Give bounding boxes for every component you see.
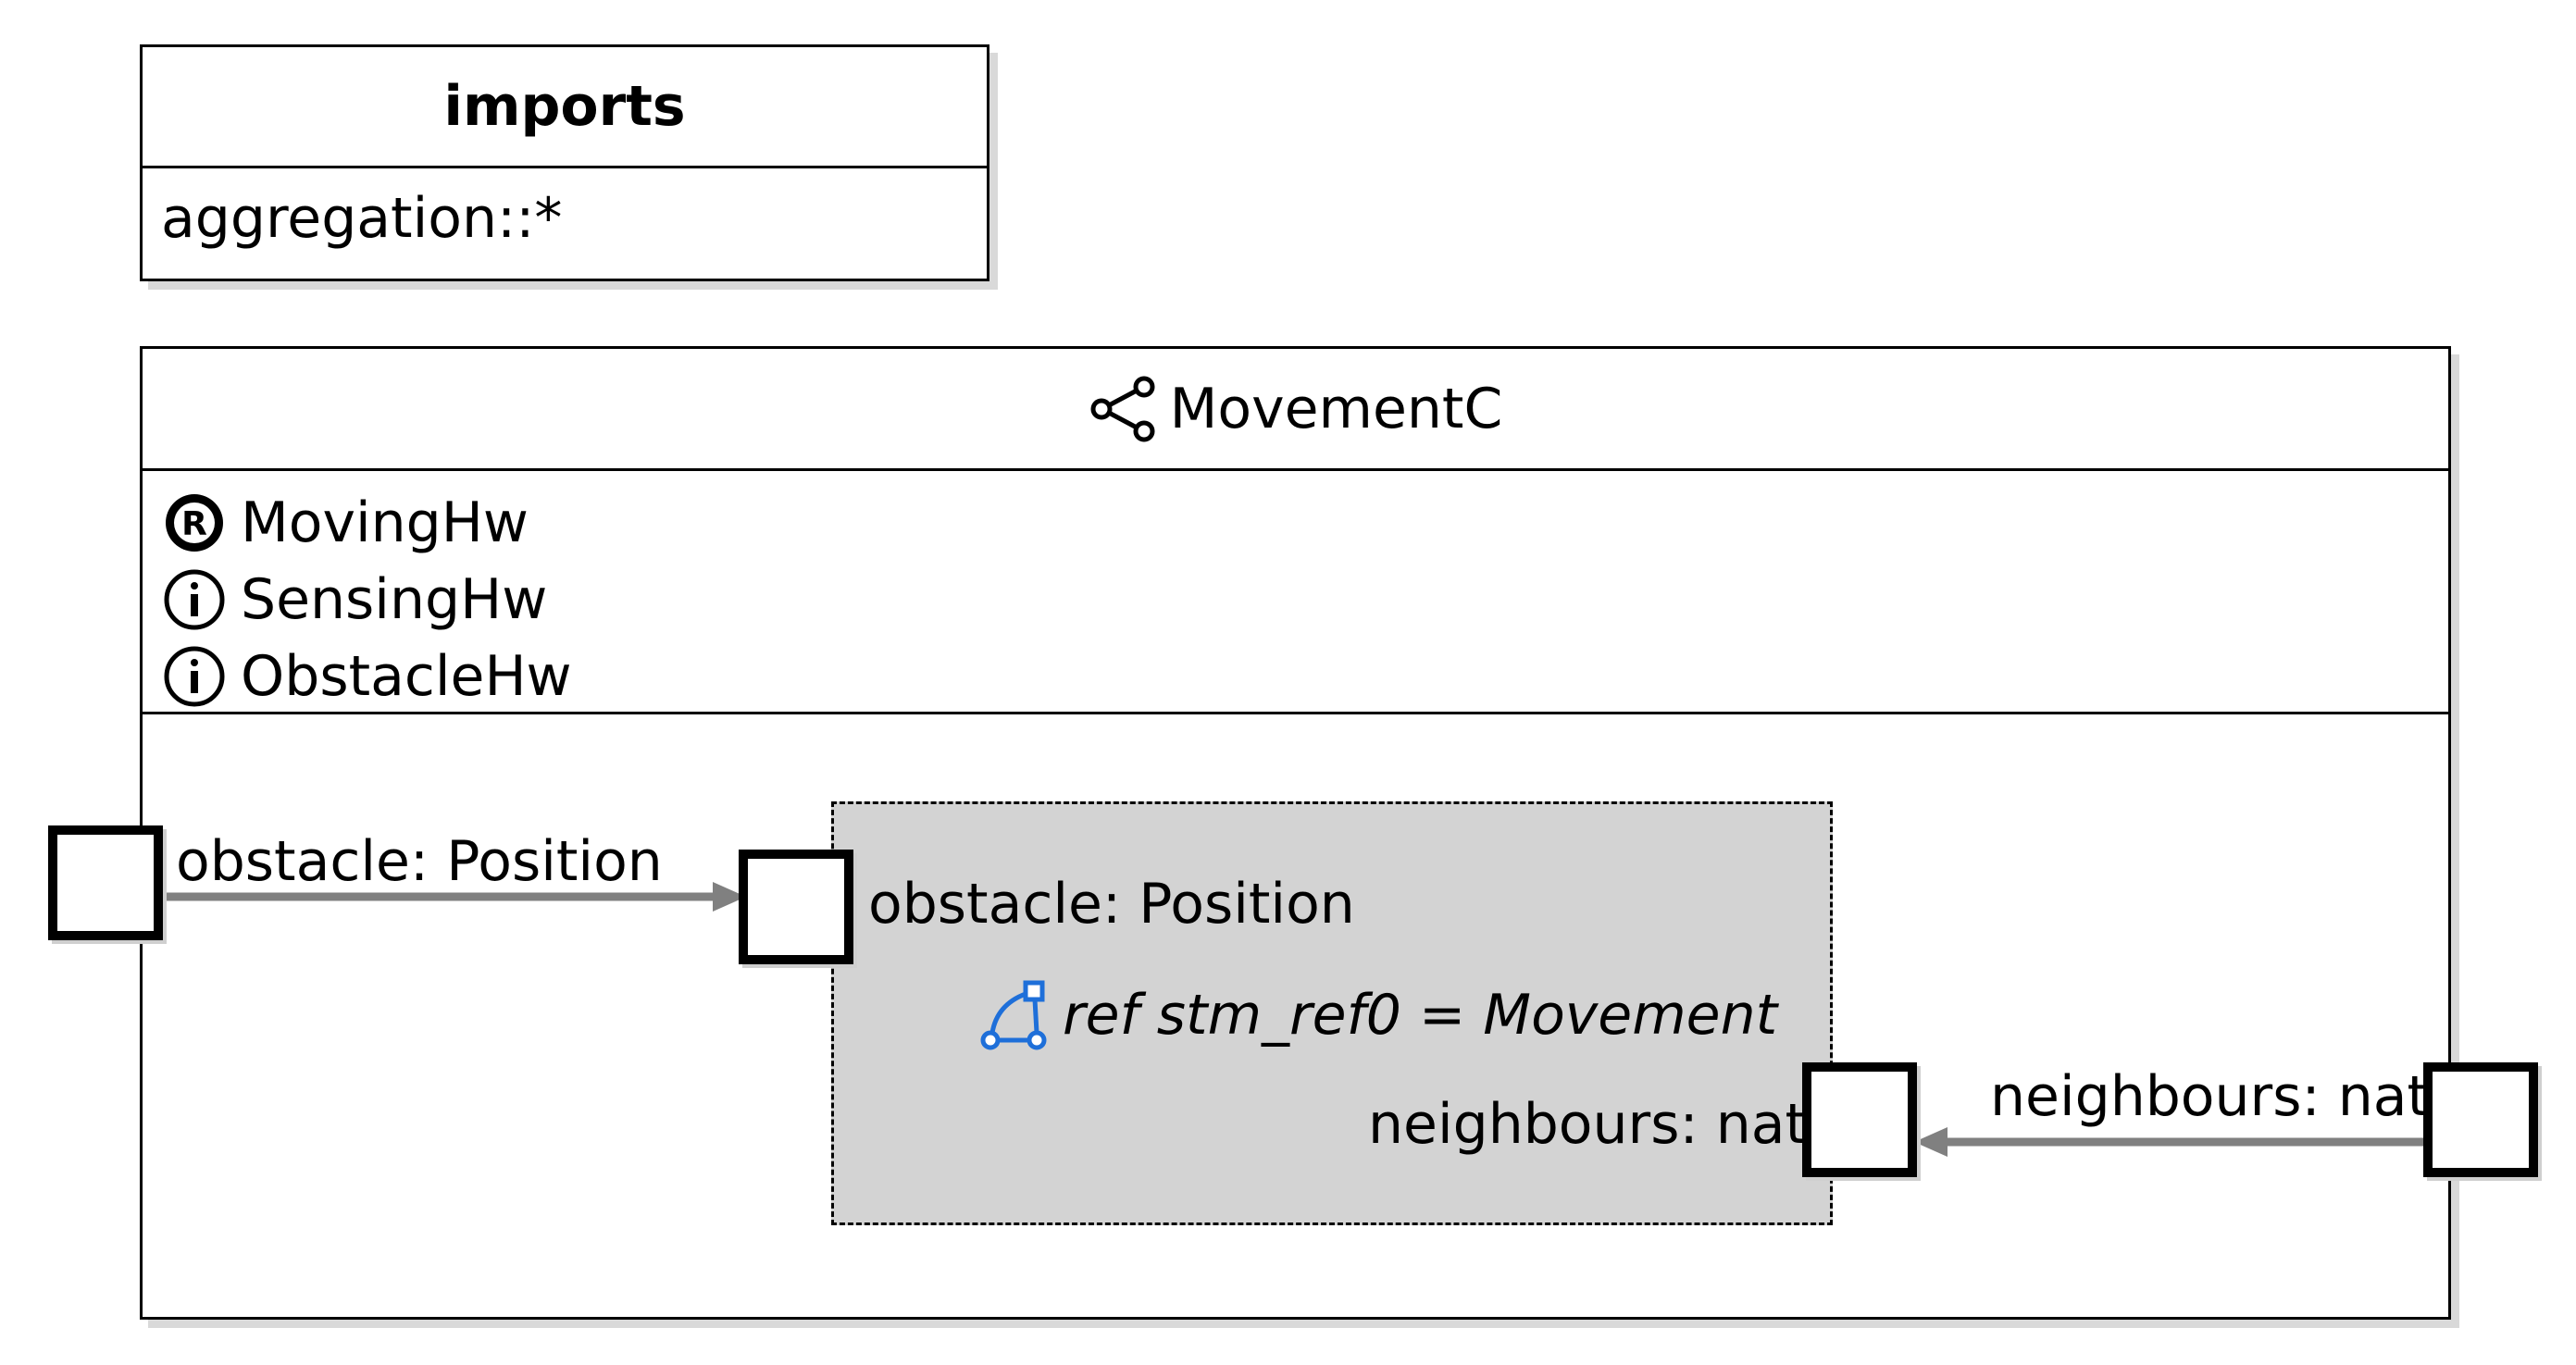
interface-icon [164, 646, 225, 707]
interface-name: MovingHw [241, 490, 529, 555]
interface-row-sensinghw[interactable]: SensingHw [161, 566, 547, 633]
connection-neighbours [1914, 1127, 2427, 1157]
stm-port-obstacle[interactable] [739, 850, 853, 964]
interface-name: SensingHw [241, 567, 548, 632]
controller-port-obstacle[interactable] [48, 825, 163, 940]
stm-port-neighbours[interactable] [1802, 1062, 1917, 1177]
interfaces-section: R MovingHw SensingHw ObstacleHw [143, 471, 2448, 714]
port-label-stm-obstacle: obstacle: Position [868, 872, 1355, 937]
port-label-stm-neighbours: neighbours: nat [1368, 1092, 1808, 1157]
interface-icon [164, 569, 225, 630]
controller-name: MovementC [1169, 376, 1503, 441]
port-label-outer-neighbours: neighbours: nat [1990, 1064, 2430, 1129]
imports-box[interactable]: imports aggregation::* [140, 44, 989, 281]
connection-obstacle [163, 882, 746, 912]
port-label-outer-obstacle: obstacle: Position [176, 829, 663, 894]
stm-reference-label: ref stm_ref0 = Movement [1063, 983, 1778, 1048]
svg-text:R: R [181, 505, 207, 543]
controller-header: MovementC [143, 349, 2448, 471]
interface-row-movinghw[interactable]: R MovingHw [161, 490, 529, 556]
imports-title: imports [143, 47, 987, 168]
controller-icon [1090, 376, 1155, 441]
import-item: aggregation::* [161, 186, 563, 251]
controller-port-neighbours[interactable] [2423, 1062, 2538, 1177]
interface-row-obstaclehw[interactable]: ObstacleHw [161, 643, 572, 710]
state-machine-ref-icon [980, 980, 1047, 1050]
interface-name: ObstacleHw [241, 644, 572, 709]
required-interface-icon: R [166, 494, 223, 552]
